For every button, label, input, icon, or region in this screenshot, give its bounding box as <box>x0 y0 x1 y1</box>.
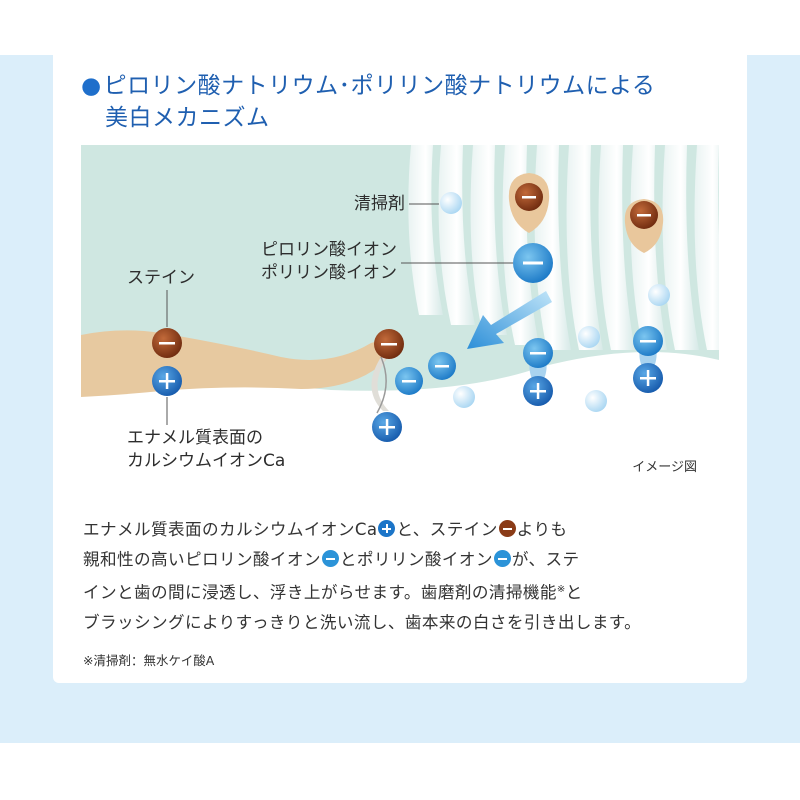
description-text: エナメル質表面のカルシウムイオンCa と、ステインよりも 親和性の高いピロリン酸イ… <box>83 515 723 638</box>
title-line-1: ピロリン酸ナトリウム･ポリリン酸ナトリウムによる <box>103 73 656 99</box>
label-pyrophosphate: ピロリン酸イオン <box>261 240 397 260</box>
text-segment: とポリリン酸イオン <box>339 550 493 569</box>
description-line-4: ブラッシングによりすっきりと洗い流し、歯本来の白さを引き出します。 <box>83 613 642 632</box>
label-polyphosphate: ポリリン酸イオン <box>261 263 397 283</box>
page-title: ●ピロリン酸ナトリウム･ポリリン酸ナトリウムによる 美白メカニズム <box>81 70 741 134</box>
label-phosphate-ions: ピロリン酸イオン ポリリン酸イオン <box>261 239 397 285</box>
ion-pairs-right <box>523 326 663 406</box>
stain-particles <box>508 173 664 253</box>
label-cleaner: 清掃剤 <box>354 194 405 214</box>
ion-bond-left <box>152 328 182 396</box>
text-segment: エナメル質表面のカルシウムイオンCa <box>83 520 378 539</box>
label-enamel: エナメル質表面の カルシウムイオンCa <box>127 427 285 473</box>
text-segment: と、ステイン <box>396 520 498 539</box>
description-line-1: エナメル質表面のカルシウムイオンCa と、ステインよりも <box>83 515 723 545</box>
text-segment: と <box>565 583 583 602</box>
description-line-3: インと歯の間に浸透し、浮き上がらせます。歯磨剤の清掃機能※と <box>83 575 723 608</box>
title-bullet: ● <box>81 73 102 99</box>
footnote: ※清掃剤：無水ケイ酸A <box>83 653 215 668</box>
penetration-arrow <box>467 291 552 349</box>
text-segment: インと歯の間に浸透し、浮き上がらせます。歯磨剤の清掃機能 <box>83 583 557 602</box>
illustration-svg <box>81 145 719 493</box>
plus-ion-icon <box>378 520 396 537</box>
bubbles <box>440 192 670 412</box>
footnote-mark: ※ <box>556 584 566 595</box>
text-segment: 親和性の高いピロリン酸イオン <box>83 550 321 569</box>
text-segment: よりも <box>516 520 568 539</box>
ion-bond-lifting <box>371 329 404 442</box>
minus-ion-icon <box>321 550 339 567</box>
stain-ion-icon <box>498 520 516 537</box>
label-enamel-line-1: エナメル質表面の <box>127 428 263 448</box>
text-segment: が、ステ <box>511 550 580 569</box>
label-enamel-line-2: カルシウムイオンCa <box>127 451 286 471</box>
image-caption: イメージ図 <box>632 460 697 475</box>
minus-ion-icon <box>493 550 511 567</box>
mechanism-illustration: 清掃剤 ピロリン酸イオン ポリリン酸イオン ステイン エナメル質表面の カルシウ… <box>81 145 719 493</box>
label-stain: ステイン <box>127 268 195 288</box>
title-line-2: 美白メカニズム <box>105 105 270 131</box>
description-line-2: 親和性の高いピロリン酸イオンとポリリン酸イオンが、ステ <box>83 545 723 575</box>
leader-lines <box>166 203 513 425</box>
free-minus-ions <box>395 243 553 395</box>
